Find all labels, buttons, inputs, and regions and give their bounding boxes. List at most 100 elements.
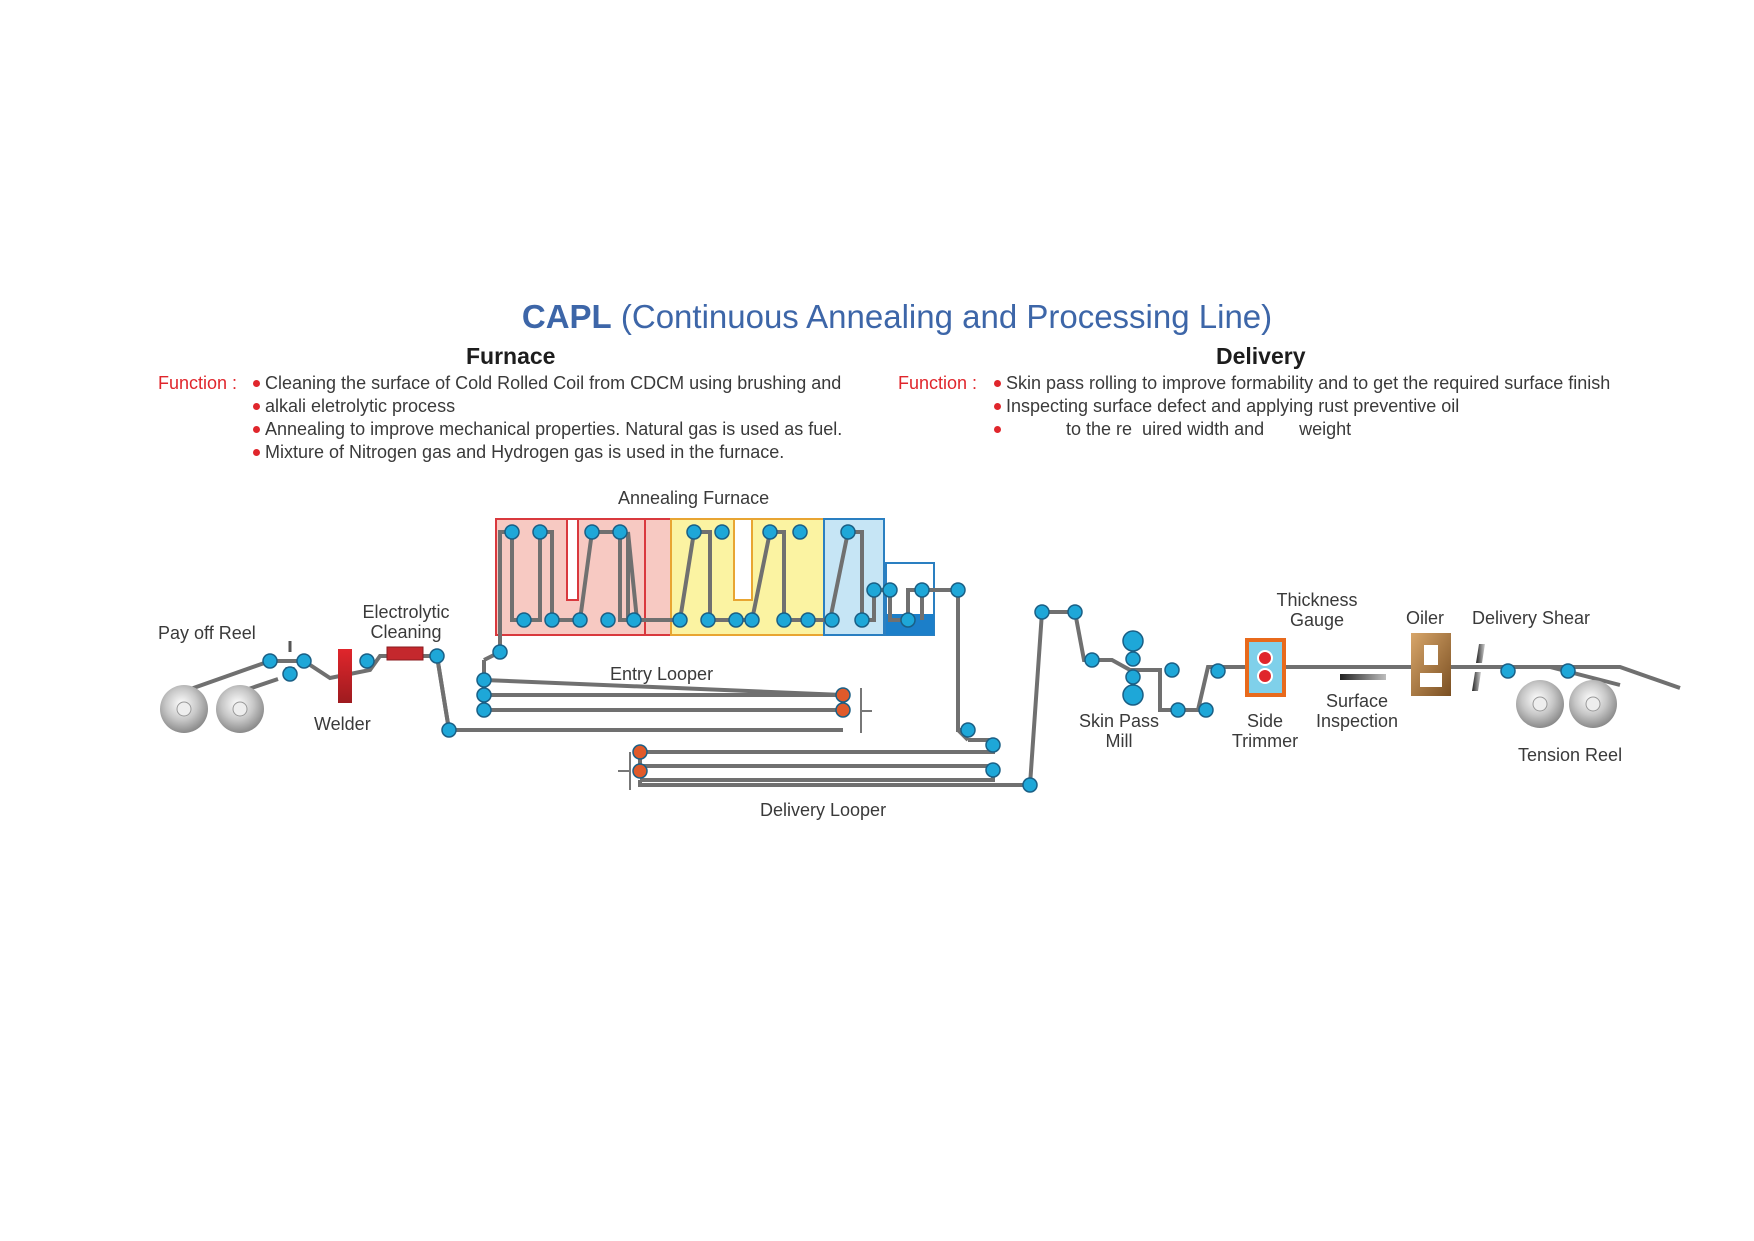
surface-inspection-label: Surface Inspection xyxy=(1312,691,1402,731)
pay-off-reel xyxy=(160,685,264,733)
oiler xyxy=(1411,633,1451,696)
process-roll xyxy=(429,648,445,664)
process-roll xyxy=(282,666,298,682)
process-roll xyxy=(914,582,930,598)
thickness-gauge-line2: Gauge xyxy=(1289,610,1345,630)
process-roll xyxy=(1164,662,1180,678)
skin-pass-roll xyxy=(1122,684,1144,706)
delivery-shear xyxy=(1472,644,1485,691)
process-roll xyxy=(1210,663,1226,679)
process-roll xyxy=(714,524,730,540)
process-roll xyxy=(960,722,976,738)
looper-end-roll xyxy=(835,702,851,718)
entry-looper-label: Entry Looper xyxy=(610,664,714,684)
furnace-bullet-continuation: alkali eletrolytic process xyxy=(252,395,842,418)
process-roll xyxy=(492,644,508,660)
furnace-bullet: Cleaning the surface of Cold Rolled Coil… xyxy=(252,372,842,395)
process-roll xyxy=(744,612,760,628)
heating-zone-2 xyxy=(644,518,672,636)
skin-pass-roll xyxy=(1122,630,1144,652)
process-roll xyxy=(1067,604,1083,620)
process-roll xyxy=(840,524,856,540)
process-roll xyxy=(776,612,792,628)
process-roll xyxy=(626,612,642,628)
process-roll xyxy=(866,582,882,598)
delivery-function-list: Skin pass rolling to improve formability… xyxy=(993,372,1610,441)
looper-end-roll xyxy=(835,687,851,703)
process-roll xyxy=(600,612,616,628)
process-roll xyxy=(672,612,688,628)
surface-inspection-bar xyxy=(1340,674,1386,680)
annealing-furnace-label: Annealing Furnace xyxy=(618,488,770,508)
furnace-bullet: Mixture of Nitrogen gas and Hydrogen gas… xyxy=(252,441,842,464)
process-roll xyxy=(516,612,532,628)
delivery-shear-label: Delivery Shear xyxy=(1472,608,1591,628)
furnace-function-list: Cleaning the surface of Cold Rolled Coil… xyxy=(252,372,842,464)
delivery-heading: Delivery xyxy=(1216,343,1306,369)
process-roll xyxy=(296,653,312,669)
welder xyxy=(338,649,352,703)
page-title: CAPL (Continuous Annealing and Processin… xyxy=(0,298,1754,336)
side-trimmer-line1: Side xyxy=(1246,711,1284,731)
title-rest: (Continuous Annealing and Processing Lin… xyxy=(611,298,1273,335)
pay-off-reel-label: Pay off Reel xyxy=(158,623,256,643)
side-trimmer-line2: Trimmer xyxy=(1231,731,1299,751)
process-roll xyxy=(728,612,744,628)
process-rolls xyxy=(262,524,1576,793)
surface-inspection-line2: Inspection xyxy=(1315,711,1399,731)
furnace-heading: Furnace xyxy=(466,343,556,369)
process-roll xyxy=(441,722,457,738)
process-roll xyxy=(1084,652,1100,668)
process-roll xyxy=(985,737,1001,753)
welder-label: Welder xyxy=(314,714,371,734)
process-roll xyxy=(1198,702,1214,718)
process-roll xyxy=(532,524,548,540)
process-roll xyxy=(1560,663,1576,679)
electrolytic-cleaning-line2: Cleaning xyxy=(370,622,442,642)
oiler-label: Oiler xyxy=(1406,608,1445,628)
process-roll xyxy=(700,612,716,628)
furnace-function-label: Function : xyxy=(158,373,238,393)
process-roll xyxy=(686,524,702,540)
side-trimmer xyxy=(1245,638,1286,697)
process-roll xyxy=(572,612,588,628)
delivery-bullet: Inspecting surface defect and applying r… xyxy=(993,395,1610,418)
process-roll xyxy=(359,653,375,669)
process-roll xyxy=(854,612,870,628)
skin-pass-roll xyxy=(1125,651,1141,667)
process-roll xyxy=(900,612,916,628)
process-roll xyxy=(950,582,966,598)
process-roll xyxy=(504,524,520,540)
process-roll xyxy=(882,582,898,598)
process-roll xyxy=(985,762,1001,778)
skin-pass-mill-line1: Skin Pass xyxy=(1078,711,1160,731)
delivery-looper-label: Delivery Looper xyxy=(760,800,887,820)
delivery-bullet: Skin pass rolling to improve formability… xyxy=(993,372,1610,395)
thickness-gauge-label: Thickness Gauge xyxy=(1270,590,1364,630)
process-roll xyxy=(762,524,778,540)
process-roll xyxy=(476,672,492,688)
skin-pass-mill-label: Skin Pass Mill xyxy=(1075,711,1163,751)
electrolytic-cleaning-tank xyxy=(386,646,424,661)
electrolytic-cleaning-label: Electrolytic Cleaning xyxy=(358,602,454,642)
process-roll xyxy=(800,612,816,628)
electrolytic-cleaning-line1: Electrolytic xyxy=(362,602,450,622)
process-roll xyxy=(1034,604,1050,620)
looper-end-marks xyxy=(618,688,872,790)
process-roll xyxy=(612,524,628,540)
process-roll xyxy=(476,687,492,703)
surface-inspection-line1: Surface xyxy=(1325,691,1389,711)
thickness-gauge-line1: Thickness xyxy=(1276,590,1358,610)
looper-end-roll xyxy=(632,744,648,760)
skin-pass-mill-line2: Mill xyxy=(1105,731,1133,751)
process-roll xyxy=(544,612,560,628)
delivery-function-label: Function : xyxy=(898,373,978,393)
process-roll xyxy=(824,612,840,628)
delivery-bullet: to the re uired width and weight xyxy=(993,418,1610,441)
process-roll xyxy=(476,702,492,718)
skin-pass-roll xyxy=(1125,669,1141,685)
process-roll xyxy=(1500,663,1516,679)
tension-reel-label: Tension Reel xyxy=(1518,745,1623,765)
looper-end-roll xyxy=(632,763,648,779)
